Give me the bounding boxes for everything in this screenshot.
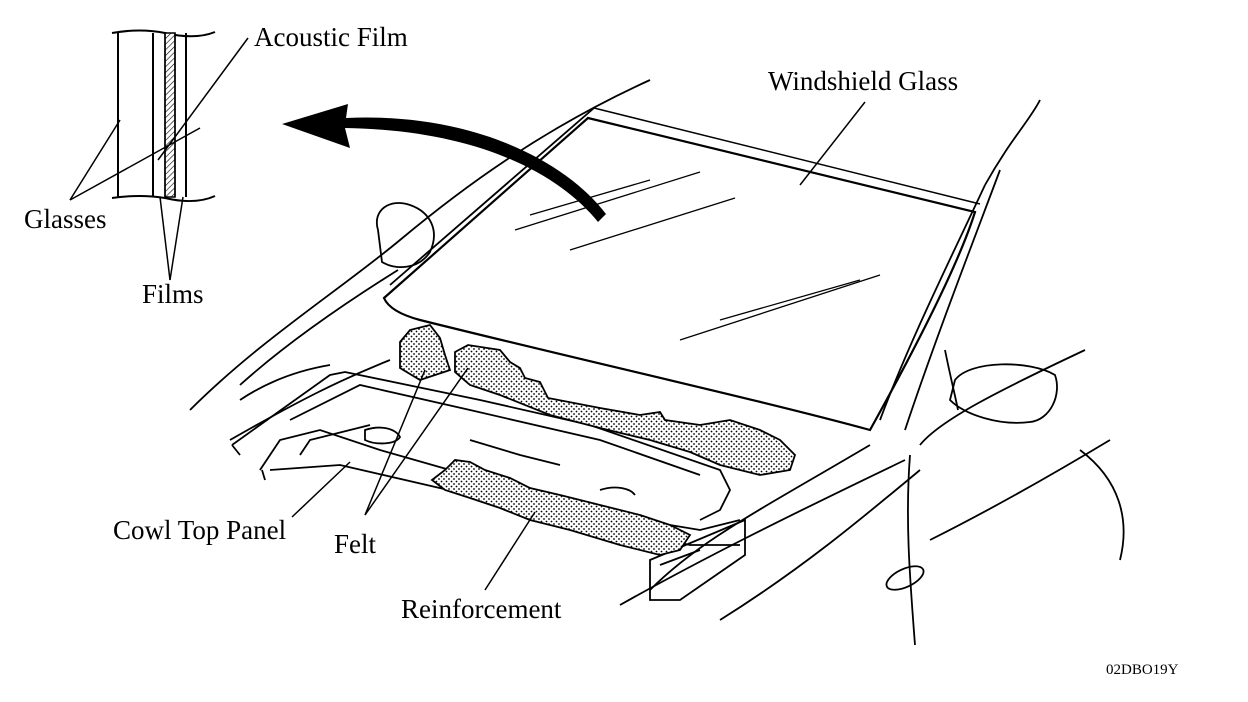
label-windshield-glass: Windshield Glass bbox=[768, 66, 959, 96]
label-reinforcement: Reinforcement bbox=[401, 594, 562, 624]
car-body bbox=[189, 79, 1125, 646]
felt-upper-long bbox=[454, 344, 797, 476]
label-cowl-top-panel: Cowl Top Panel bbox=[113, 515, 287, 545]
curved-arrow bbox=[282, 104, 606, 222]
glass-cross-section bbox=[111, 29, 216, 202]
reinforcement-part bbox=[430, 459, 692, 556]
label-acoustic-film: Acoustic Film bbox=[254, 22, 408, 52]
inset-leaders bbox=[69, 37, 249, 281]
label-leaders bbox=[291, 101, 866, 591]
label-felt: Felt bbox=[334, 529, 377, 559]
felt-upper bbox=[399, 323, 452, 381]
cowl-top-panel bbox=[231, 371, 746, 601]
figure-code: 02DBO19Y bbox=[1106, 662, 1179, 678]
acoustic-film-layer bbox=[164, 32, 176, 198]
label-films: Films bbox=[142, 279, 204, 309]
label-glasses: Glasses bbox=[24, 204, 107, 234]
